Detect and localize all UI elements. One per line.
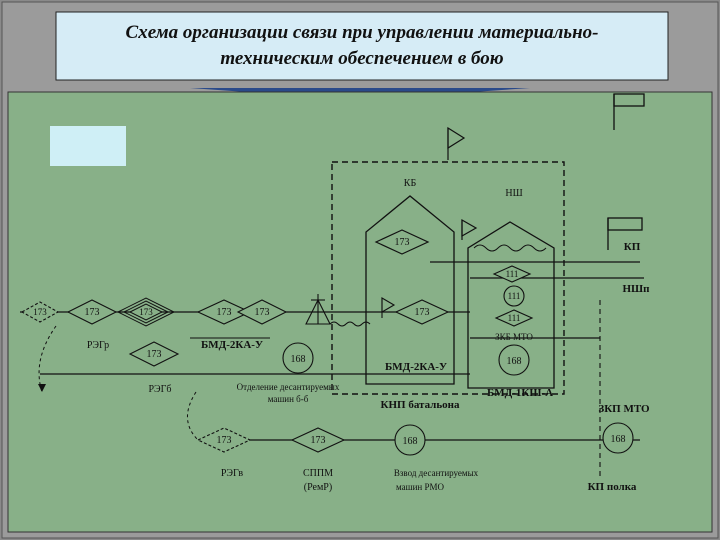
otdelenie-line-2: машин б-б bbox=[268, 394, 309, 404]
diamond-173-regv-label: 173 bbox=[217, 435, 232, 446]
regv-dashed-link bbox=[187, 391, 199, 441]
kp-label: КП bbox=[624, 241, 641, 253]
circle-168-zkb bbox=[498, 344, 530, 376]
reg-r-label: РЭГр bbox=[87, 340, 109, 351]
bmd-1ksh-a-label: БМД-1КШ-А bbox=[487, 387, 553, 399]
diamond-173-triple-mid bbox=[122, 300, 170, 324]
diamond-173-right bbox=[394, 299, 450, 325]
circle-168-knp-label: 168 bbox=[403, 436, 418, 447]
sppm-line-2: (РемР) bbox=[304, 482, 332, 493]
bmd-2ka-u-right-label: БМД-2КА-У bbox=[385, 361, 447, 373]
title-box bbox=[55, 11, 669, 81]
circle-168-zkp-label: 168 bbox=[611, 434, 626, 445]
diamond-173-left-edge bbox=[20, 301, 60, 323]
center-flag-icon bbox=[381, 297, 396, 313]
wavy-link-icon bbox=[329, 321, 371, 327]
diamond-173-sppm bbox=[290, 427, 346, 453]
diamond-173-center-b bbox=[236, 299, 288, 325]
diamond-173-kb-label: 173 bbox=[395, 237, 410, 248]
reg-b-label: РЭГб bbox=[148, 384, 171, 395]
circle-168-center-label: 168 bbox=[291, 354, 306, 365]
title-line-2: техническим обеспечением в бою bbox=[220, 48, 503, 69]
otdelenie-line-1: Отделение десантируемых bbox=[237, 382, 340, 392]
diamond-173-sppm-label: 173 bbox=[311, 435, 326, 446]
diamond-173-center-a-label: 173 bbox=[217, 307, 232, 318]
diamond-173-triple-outer bbox=[116, 297, 176, 327]
kp-flag-icon bbox=[607, 217, 643, 231]
diamond-111-top bbox=[492, 265, 532, 283]
circle-168-knp bbox=[394, 424, 426, 456]
nsh-label: НШ bbox=[505, 188, 522, 199]
sppm-line-1: СППМ bbox=[303, 468, 333, 479]
kp-polka-label: КП полка bbox=[588, 481, 637, 493]
nsh-house bbox=[467, 221, 555, 389]
diamond-173-regb-label: 173 bbox=[147, 349, 162, 360]
circle-111-mid-label: 111 bbox=[508, 291, 521, 301]
diamond-173-regv bbox=[196, 427, 252, 453]
diamond-111-top-label: 111 bbox=[506, 269, 519, 279]
nsh-flag-icon bbox=[461, 218, 478, 238]
diamond-173-left2-label: 173 bbox=[85, 307, 100, 318]
marker-square bbox=[50, 126, 126, 166]
reg-r-arrow-icon bbox=[38, 384, 46, 392]
circle-168-zkb-label: 168 bbox=[507, 356, 522, 367]
title-line-1: Схема организации связи при управлении м… bbox=[126, 22, 599, 43]
kb-label: КБ bbox=[404, 178, 417, 189]
reg-r-dashed-link bbox=[38, 325, 57, 393]
circle-168-zkp bbox=[602, 422, 634, 454]
zkp-mto-label: ЗКП МТО bbox=[598, 403, 650, 415]
kb-flag-icon bbox=[447, 126, 466, 150]
bmd-2ka-u-left-label: БМД-2КА-У bbox=[201, 339, 263, 351]
nsh-wave bbox=[473, 244, 547, 252]
diamond-173-right-label: 173 bbox=[415, 307, 430, 318]
kp-top-flag-icon bbox=[613, 93, 645, 107]
vzvod-line-1: Взвод десантируемых bbox=[394, 468, 479, 478]
diamond-173-center-b-label: 173 bbox=[255, 307, 270, 318]
zkb-mto-label: ЗКБ МТО bbox=[495, 332, 533, 342]
diamond-111-bottom-label: 111 bbox=[508, 313, 521, 323]
diamond-173-triple-inner bbox=[128, 303, 164, 321]
nshp-label: НШп bbox=[623, 283, 651, 295]
diamond-111-bottom bbox=[494, 309, 534, 327]
reg-v-label: РЭГв bbox=[221, 468, 244, 479]
diamond-173-regb bbox=[128, 341, 180, 367]
diamond-173-left2 bbox=[66, 299, 118, 325]
diamond-173-triple-label: 173 bbox=[139, 307, 153, 317]
knp-label: КНП батальона bbox=[380, 399, 460, 411]
circle-111-mid bbox=[503, 285, 525, 307]
vzvod-line-2: машин РМО bbox=[396, 482, 444, 492]
diamond-173-left-edge-label: 173 bbox=[33, 307, 47, 317]
nsh-dashed-area bbox=[331, 161, 565, 395]
kb-house bbox=[365, 195, 455, 385]
circle-168-center bbox=[282, 342, 314, 374]
diamond-173-kb bbox=[374, 229, 430, 255]
